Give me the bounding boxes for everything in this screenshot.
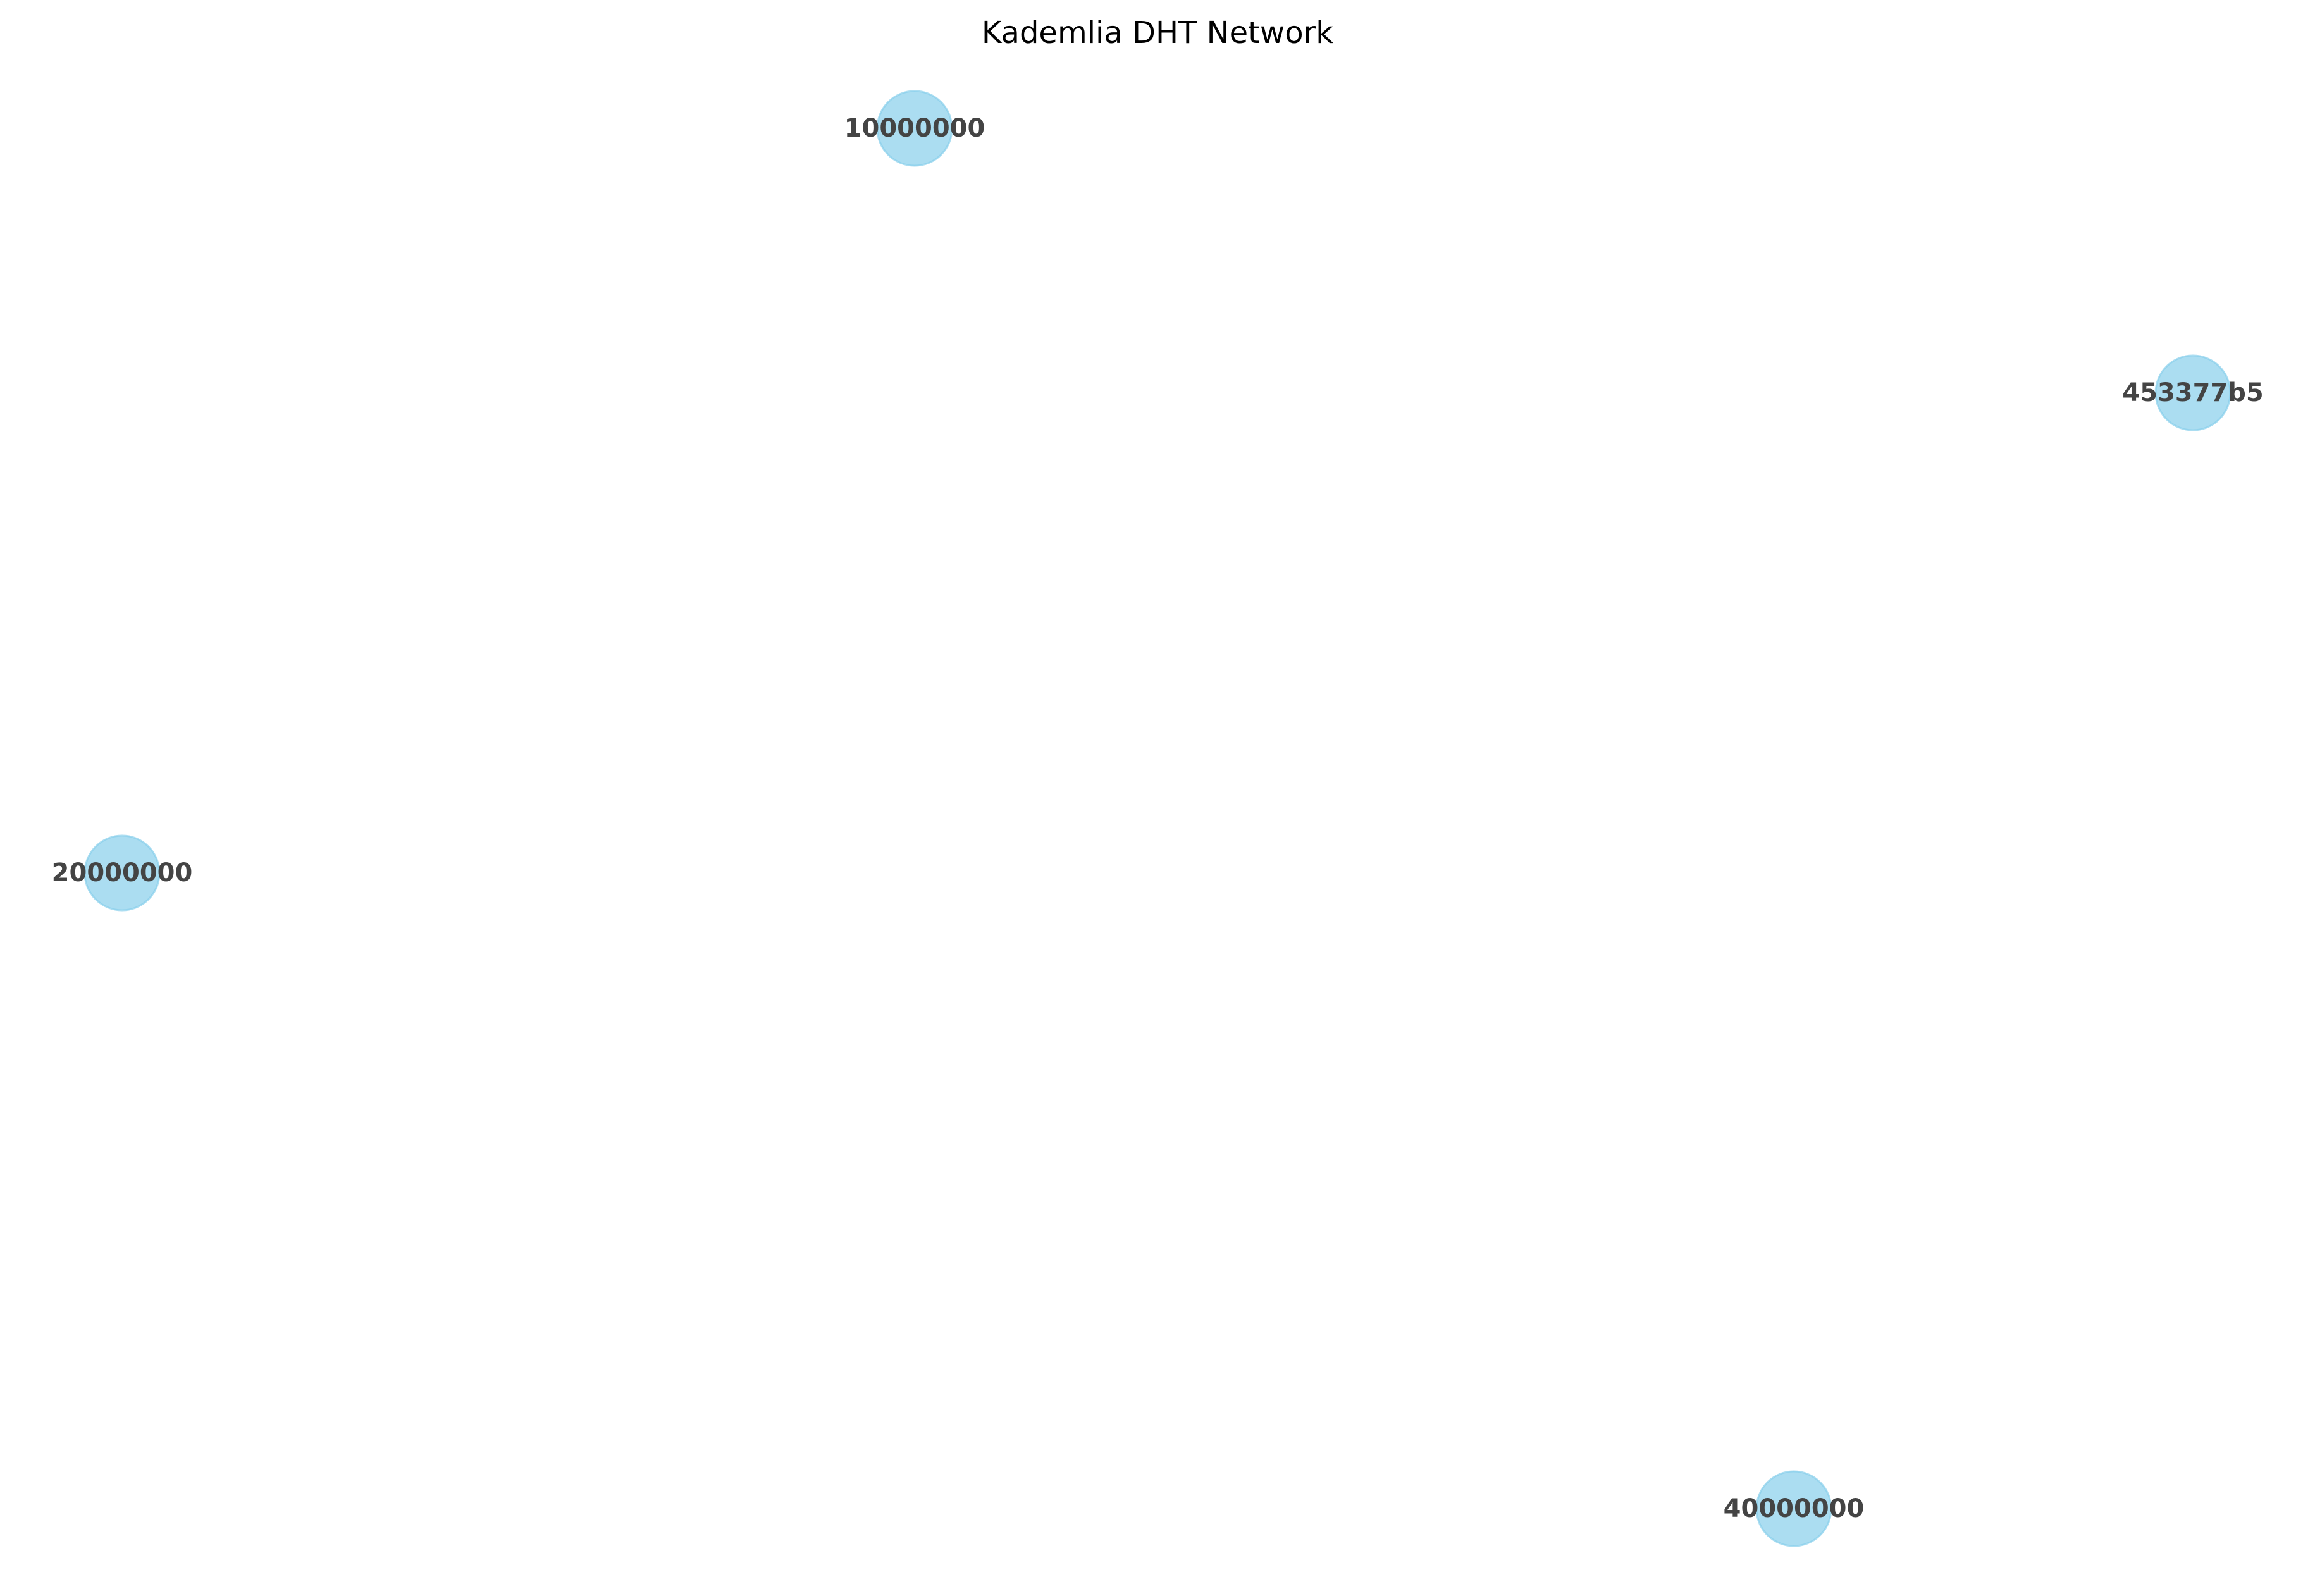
network-node-40000000: 40000000: [1724, 1470, 1865, 1547]
node-circle: [2154, 354, 2232, 431]
network-node-10000000: 10000000: [844, 90, 985, 167]
node-circle: [876, 90, 953, 167]
node-label: 453377b5: [2122, 378, 2263, 407]
figure-title: Kademlia DHT Network: [982, 15, 1333, 51]
node-label: 20000000: [52, 858, 193, 888]
network-node-453377b5: 453377b5: [2122, 354, 2264, 431]
node-label: 40000000: [1724, 1494, 1865, 1523]
network-node-20000000: 20000000: [52, 834, 193, 912]
node-circle: [1755, 1470, 1832, 1547]
nodes-layer: 10000000 453377b5 20000000 40000000: [52, 90, 2264, 1547]
node-label: 10000000: [844, 114, 985, 143]
node-circle: [83, 834, 161, 912]
